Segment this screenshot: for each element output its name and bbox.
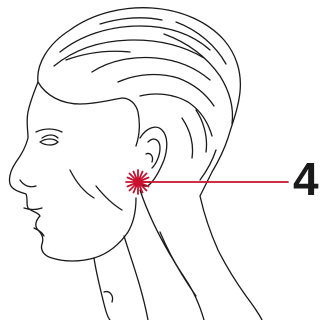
ear [140, 127, 167, 186]
lips-line [24, 208, 42, 210]
eye [40, 139, 58, 145]
hair-strand [182, 118, 193, 158]
jaw-line [94, 198, 136, 258]
hair-outline [38, 8, 241, 196]
hair-strand [92, 58, 210, 80]
neck-muscle [140, 190, 204, 320]
neck-muscle [124, 236, 148, 320]
face-profile [9, 82, 94, 261]
hairline [38, 82, 139, 146]
hair-strand [196, 110, 207, 152]
hair-strand [100, 18, 162, 24]
adams-apple [104, 292, 113, 302]
hair-strand [54, 40, 204, 66]
cheek-line [70, 170, 94, 198]
acupressure-point-marker [126, 170, 150, 194]
neck-back [200, 196, 262, 320]
eye-lid [42, 135, 58, 138]
hair-strand [200, 150, 216, 180]
hair-strand [140, 94, 212, 136]
nostril [20, 180, 36, 187]
point-number-label: 4 [293, 156, 319, 202]
neck-front [94, 258, 110, 320]
ear-inner [146, 153, 153, 162]
eyebrow [36, 129, 62, 132]
cheek-line [96, 186, 122, 210]
hair-strand [60, 26, 210, 52]
